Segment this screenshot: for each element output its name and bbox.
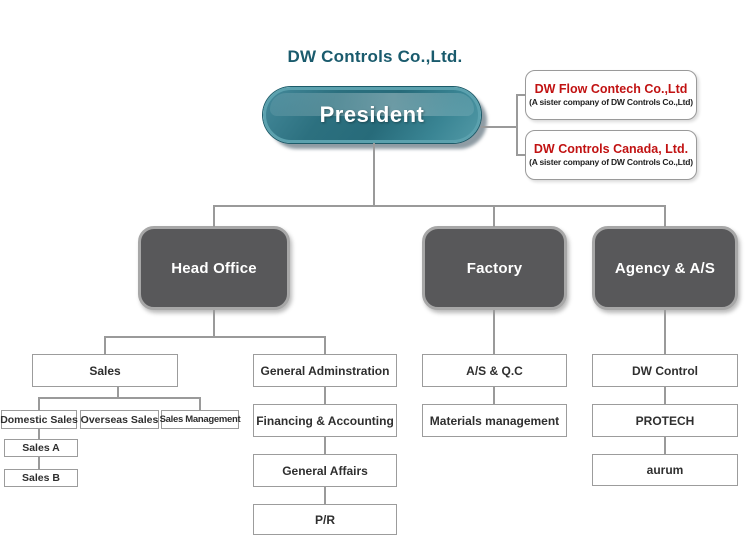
connector-president-to-sisters: [481, 126, 517, 128]
connector-factory-down: [493, 310, 495, 354]
connector-stub-agency: [664, 205, 666, 227]
org-node-protech: PROTECH: [592, 404, 738, 437]
connector-agency-2: [664, 437, 666, 454]
sister-company-subtitle: (A sister company of DW Controls Co.,Ltd…: [529, 157, 693, 167]
sister-company-dw-controls-canada: DW Controls Canada, Ltd. (A sister compa…: [525, 130, 697, 180]
connector-admin-1: [324, 387, 326, 404]
org-node-pr: P/R: [253, 504, 397, 535]
connector-sisters-vertical: [516, 94, 518, 156]
connector-sales-down: [117, 387, 119, 398]
connector-sales-a-to-b: [38, 457, 40, 470]
dept-node-head-office: Head Office: [138, 226, 290, 310]
president-label: President: [319, 102, 425, 127]
sister-company-name: DW Flow Contech Co.,Ltd: [534, 82, 688, 96]
org-node-sales-management: Sales Management: [160, 410, 241, 429]
connector-stub-sister-1: [516, 94, 526, 96]
connector-admin-2: [324, 437, 326, 454]
connector-stub-head-office: [213, 205, 215, 227]
dept-node-agency-as: Agency & A/S: [592, 226, 738, 310]
org-node-domestic-sales: Domestic Sales: [0, 410, 78, 429]
org-node-sales-b: Sales B: [4, 469, 78, 487]
org-node-as-qc: A/S & Q.C: [422, 354, 567, 387]
connector-stub-factory: [493, 205, 495, 227]
president-node: President: [263, 87, 481, 143]
connector-head-office-horizontal: [104, 336, 326, 338]
connector-president-down: [373, 143, 375, 206]
org-node-general-adminstration: General Adminstration: [253, 354, 397, 387]
org-node-overseas-sales: Overseas Sales: [80, 410, 159, 429]
connector-stub-sales: [104, 336, 106, 355]
org-node-aurum: aurum: [592, 454, 738, 486]
org-node-materials-management: Materials management: [422, 404, 567, 437]
connector-admin-3: [324, 487, 326, 504]
connector-head-office-down: [213, 310, 215, 337]
org-node-dw-control: DW Control: [592, 354, 738, 387]
sister-company-subtitle: (A sister company of DW Controls Co.,Ltd…: [529, 97, 693, 107]
connector-sales-horizontal: [38, 397, 201, 399]
connector-stub-sales-management: [199, 397, 201, 411]
connector-domestic-to-sales-a: [38, 429, 40, 440]
connector-agency-down: [664, 310, 666, 354]
sister-company-dw-flow-contech: DW Flow Contech Co.,Ltd (A sister compan…: [525, 70, 697, 120]
connector-stub-domestic: [38, 397, 40, 411]
connector-factory-1: [493, 387, 495, 404]
org-node-financing-accounting: Financing & Accounting: [253, 404, 397, 437]
connector-main-horizontal: [213, 205, 666, 207]
connector-agency-1: [664, 387, 666, 404]
org-node-sales-a: Sales A: [4, 439, 78, 457]
org-node-sales: Sales: [32, 354, 178, 387]
org-node-general-affairs: General Affairs: [253, 454, 397, 487]
connector-stub-sister-2: [516, 154, 526, 156]
dept-node-factory: Factory: [422, 226, 567, 310]
sister-company-name: DW Controls Canada, Ltd.: [533, 142, 689, 156]
connector-stub-admin: [324, 336, 326, 355]
page-title: DW Controls Co.,Ltd.: [287, 47, 463, 66]
